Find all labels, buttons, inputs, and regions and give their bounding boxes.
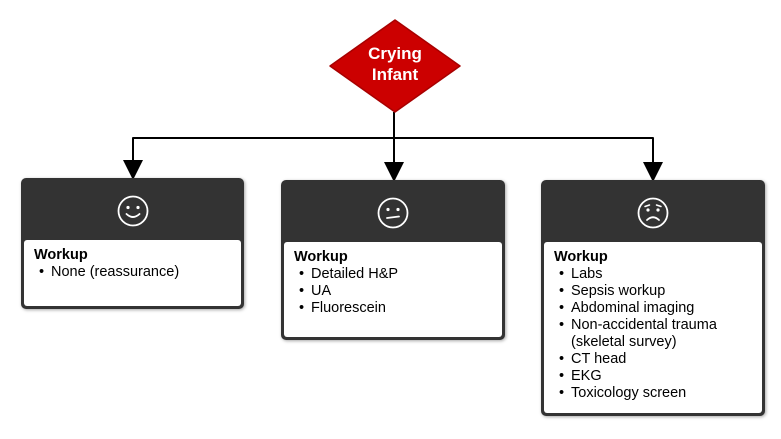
list-item: Toxicology screen: [554, 385, 752, 402]
worried-face-icon: [637, 197, 669, 229]
card-body: Workup Detailed H&P UA Fluorescein: [284, 242, 502, 337]
workup-title: Workup: [34, 247, 88, 263]
card-header: [21, 178, 244, 240]
decision-label: Crying Infant: [328, 43, 462, 85]
list-item: UA: [294, 283, 492, 300]
card-header: [541, 180, 765, 242]
list-item: Abdominal imaging: [554, 300, 752, 317]
card-header: [281, 180, 505, 242]
workup-list: None (reassurance): [34, 264, 231, 281]
list-item: CT head: [554, 351, 752, 368]
decision-node-crying-infant: Crying Infant: [328, 18, 462, 114]
decision-label-line1: Crying: [368, 44, 422, 63]
card-body: Workup Labs Sepsis workup Abdominal imag…: [544, 242, 762, 413]
card-low-concern: Workup None (reassurance): [21, 178, 244, 309]
list-item: Sepsis workup: [554, 283, 752, 300]
neutral-face-icon: [377, 197, 409, 229]
workup-list: Detailed H&P UA Fluorescein: [294, 266, 492, 317]
card-high-concern: Workup Labs Sepsis workup Abdominal imag…: [541, 180, 765, 416]
smiley-face-icon: [117, 195, 148, 227]
list-item: EKG: [554, 368, 752, 385]
decision-diamond-shape: [329, 19, 461, 113]
list-item: Fluorescein: [294, 300, 492, 317]
workup-title: Workup: [554, 249, 608, 265]
decision-label-line2: Infant: [371, 65, 419, 84]
list-item: Detailed H&P: [294, 266, 492, 283]
workup-list: Labs Sepsis workup Abdominal imaging Non…: [554, 266, 752, 402]
card-moderate-concern: Workup Detailed H&P UA Fluorescein: [281, 180, 505, 340]
list-item: Non-accidental trauma (skeletal survey): [554, 317, 752, 351]
list-item: Labs: [554, 266, 752, 283]
workup-title: Workup: [294, 249, 348, 265]
card-body: Workup None (reassurance): [24, 240, 241, 306]
list-item: None (reassurance): [34, 264, 231, 281]
